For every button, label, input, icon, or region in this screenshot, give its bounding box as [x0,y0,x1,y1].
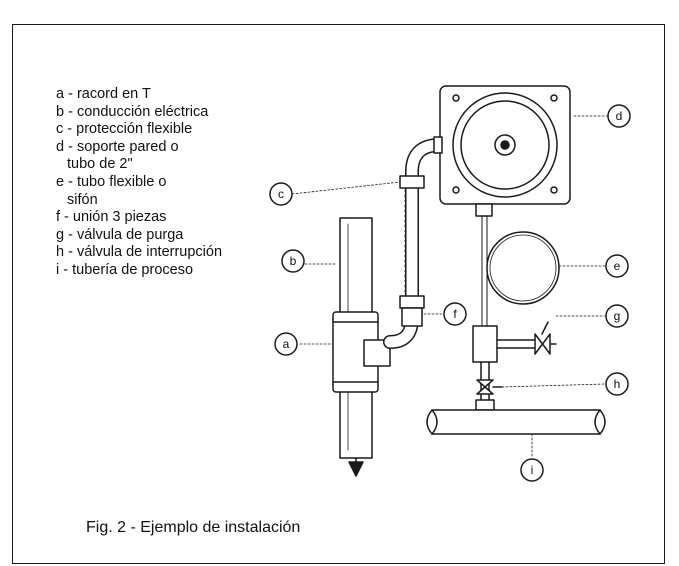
callout-h: h [605,372,629,396]
legend-item-e: e - tubo flexible o [56,173,167,190]
leader-lines [291,115,609,459]
callout-c-label: c [278,187,284,201]
callout-b-label: b [290,254,297,268]
callout-g-label: g [614,309,621,323]
legend-item-d-cont: tubo de 2" [67,156,133,173]
callout-i: i [520,458,544,482]
process-pipe [426,409,606,435]
figure-frame [12,24,665,564]
tee-fitting [332,311,391,393]
legend-item-h: h - válvula de interrupción [56,244,223,261]
legend: a - racord en T b - conducción eléctrica… [56,86,222,280]
legend-item-g: g - válvula de purga [56,226,184,243]
callout-b: b [281,249,305,273]
legend-item-e-cont: sifón [67,191,98,208]
callout-d-label: d [616,109,623,123]
legend-item-b: b - conducción eléctrica [56,103,209,120]
legend-item-d: d - soporte pared o [56,138,179,155]
callout-i-label: i [531,463,534,477]
legend-item-f: f - unión 3 piezas [56,209,167,226]
callout-d: d [607,104,631,128]
callout-c: c [269,182,293,206]
capillary-tube [481,215,560,329]
legend-item-c: c - protección flexible [56,121,193,138]
legend-item-i: i - tubería de proceso [56,261,194,278]
callout-h-label: h [614,377,621,391]
callout-f-label: f [453,307,457,321]
callout-f: f [443,302,467,326]
callout-e-label: e [614,259,621,273]
flexible-protection [383,138,447,349]
union-and-valves [472,321,557,411]
callout-e: e [605,254,629,278]
figure-caption: Fig. 2 - Ejemplo de instalación [86,519,301,536]
callout-a-label: a [283,337,290,351]
gauge-housing [433,85,571,217]
callout-a: a [274,332,298,356]
callout-g: g [605,304,629,328]
legend-item-a: a - racord en T [56,86,151,102]
